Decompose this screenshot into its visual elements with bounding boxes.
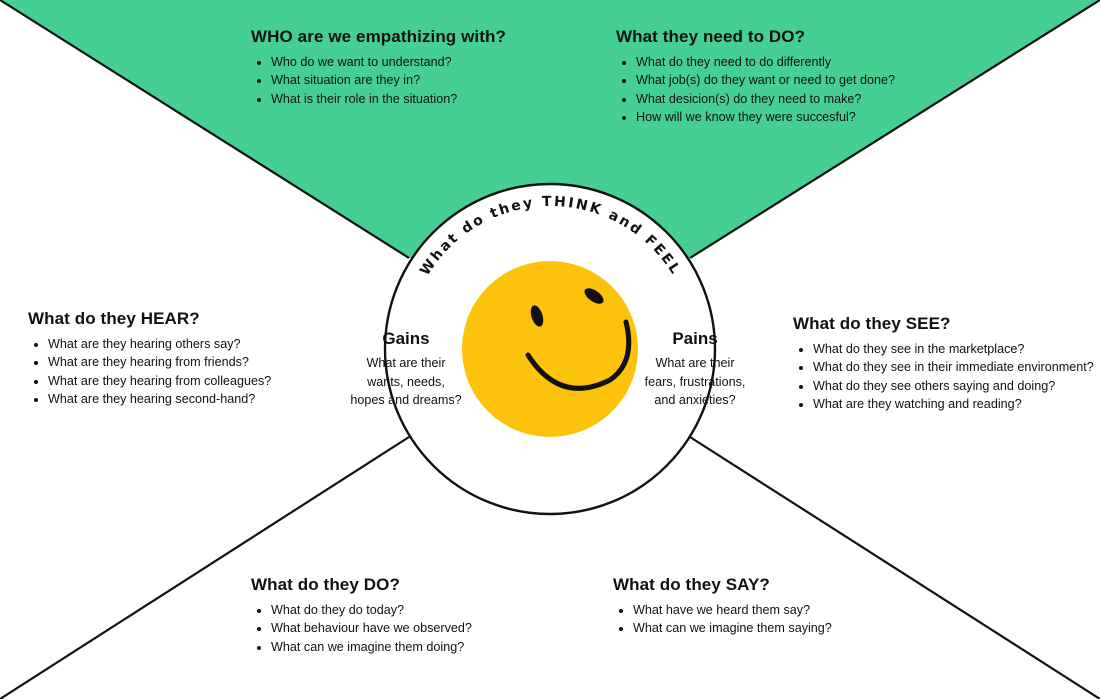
section-see-list: What do they see in the marketplace? Wha… (793, 340, 1094, 414)
smiley-face-icon (462, 261, 638, 437)
list-item: What are they hearing from colleagues? (48, 372, 271, 390)
list-item: What are they hearing from friends? (48, 353, 271, 371)
pains-line: fears, frustrations, (644, 374, 746, 389)
section-hear: What do they HEAR? What are they hearing… (28, 309, 271, 409)
gains-line: hopes and dreams? (350, 393, 462, 408)
smiley-mouth (525, 319, 632, 391)
section-who: WHO are we empathizing with? Who do we w… (251, 27, 506, 108)
list-item: What is their role in the situation? (271, 90, 506, 108)
list-item: What do they do today? (271, 601, 472, 619)
smiley-left-eye (530, 305, 544, 327)
section-do: What do they DO? What do they do today? … (251, 575, 472, 656)
section-do-title: What do they DO? (251, 575, 400, 594)
section-who-title: WHO are we empathizing with? (251, 27, 506, 46)
list-item: What can we imagine them doing? (271, 638, 472, 656)
section-need-to-do-title: What they need to DO? (616, 27, 806, 46)
top-green-wedge (0, 0, 1100, 258)
pains-line: and anxieties? (654, 393, 736, 408)
section-hear-title: What do they HEAR? (28, 309, 200, 328)
divider-top-right (689, 0, 1100, 259)
gains-line: What are their (366, 356, 446, 370)
list-item: What do they need to do differently (636, 53, 895, 71)
gains-title: Gains (382, 329, 430, 348)
list-item: What job(s) do they want or need to get … (636, 71, 895, 89)
list-item: What do they see others saying and doing… (813, 377, 1094, 395)
gains-line: wants, needs, (367, 374, 445, 389)
section-who-list: Who do we want to understand? What situa… (251, 53, 506, 108)
list-item: What do they see in their immediate envi… (813, 358, 1094, 376)
list-item: What are they hearing second-hand? (48, 390, 271, 408)
pains-title: Pains (672, 329, 718, 348)
section-say: What do they SAY? What have we heard the… (613, 575, 832, 638)
section-need-to-do-list: What do they need to do differently What… (616, 53, 895, 127)
list-item: What have we heard them say? (633, 601, 832, 619)
smiley-right-eye (584, 288, 604, 304)
section-need-to-do: What they need to DO? What do they need … (616, 27, 895, 127)
list-item: What are they watching and reading? (813, 395, 1094, 413)
pains-block: Pains What are their fears, frustrations… (630, 329, 760, 410)
list-item: What are they hearing others say? (48, 335, 271, 353)
section-say-title: What do they SAY? (613, 575, 770, 594)
section-see-title: What do they SEE? (793, 314, 951, 333)
divider-bottom-left (0, 436, 410, 699)
section-do-list: What do they do today? What behaviour ha… (251, 601, 472, 656)
list-item: What behaviour have we observed? (271, 619, 472, 637)
list-item: What can we imagine them saying? (633, 619, 832, 637)
gains-block: Gains What are their wants, needs, hopes… (336, 329, 476, 410)
list-item: How will we know they were succesful? (636, 108, 895, 126)
list-item: What do they see in the marketplace? (813, 340, 1094, 358)
list-item: Who do we want to understand? (271, 53, 506, 71)
section-see: What do they SEE? What do they see in th… (793, 314, 1094, 414)
list-item: What desicion(s) do they need to make? (636, 90, 895, 108)
pains-line: What are their (655, 356, 735, 370)
smiley-face-disc (462, 261, 638, 437)
divider-top-left (0, 0, 410, 259)
list-item: What situation are they in? (271, 71, 506, 89)
divider-bottom-right (689, 436, 1100, 699)
section-say-list: What have we heard them say? What can we… (613, 601, 832, 638)
section-hear-list: What are they hearing others say? What a… (28, 335, 271, 409)
